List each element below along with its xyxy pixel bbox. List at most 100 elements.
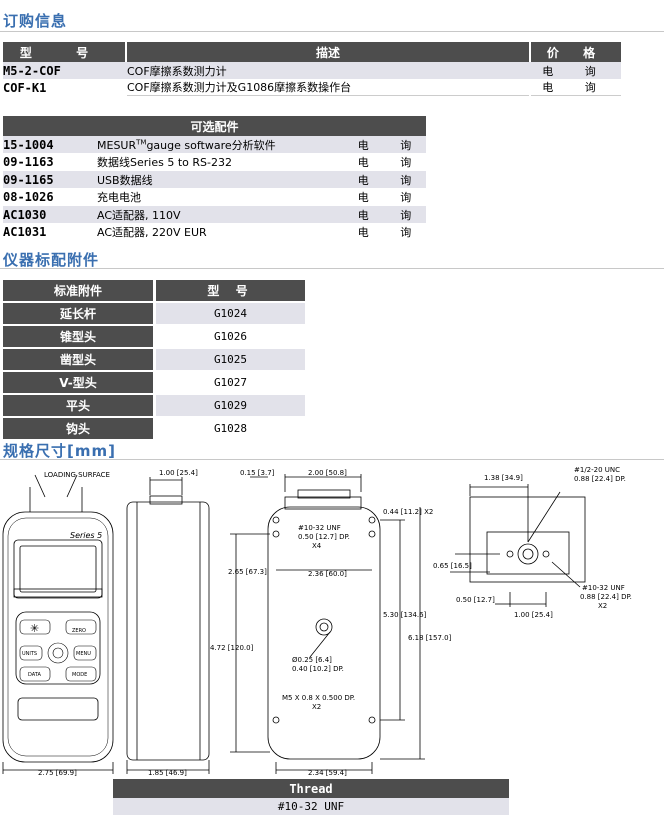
gauge-front-body <box>2 511 114 763</box>
label-unf2: #10-32 UNF <box>582 584 625 592</box>
label-d618: 6.18 [157.0] <box>408 634 452 642</box>
table-row: 08-1026 充电电池 电 询 <box>3 188 426 206</box>
optional-desc: AC适配器, 110V <box>97 206 355 223</box>
optional-code: 08-1026 <box>3 188 95 206</box>
label-unf: #10-32 UNF <box>298 524 341 532</box>
optional-desc: USB数据线 <box>97 171 355 188</box>
series-label: Series 5 <box>70 531 102 540</box>
optional-price: 电 询 <box>357 136 426 153</box>
standard-name: 凿型头 <box>3 349 153 370</box>
gauge-back-body <box>267 506 381 760</box>
order-code: COF-K1 <box>3 79 125 96</box>
key-menu: MENU <box>76 651 91 657</box>
label-d530: 5.30 [134.6] <box>383 611 427 619</box>
optional-desc: MESURTMgauge software分析软件 <box>97 136 355 153</box>
optional-code: 09-1163 <box>3 153 95 171</box>
order-desc: COF摩擦系数测力计 <box>127 62 529 79</box>
optional-price: 电 询 <box>357 188 426 206</box>
label-unf2-dp: 0.88 [22.4] DP. <box>580 593 632 601</box>
optional-table: 可选配件 15-1004 MESURTMgauge software分析软件 电… <box>3 116 426 241</box>
label-d050: 0.50 [12.7] <box>456 596 495 604</box>
table-row: 延长杆 G1024 <box>3 303 305 324</box>
table-row: M5-2-COF COF摩擦系数测力计 电 询 <box>3 62 621 79</box>
order-price: 电 询 <box>531 62 621 79</box>
label-d236: 2.36 [60.0] <box>308 570 347 578</box>
optional-code: 09-1165 <box>3 171 95 188</box>
order-header-model: 型 号 <box>3 42 125 62</box>
table-row: AC1030 AC适配器, 110V 电 询 <box>3 206 426 223</box>
optional-desc: 充电电池 <box>97 188 355 206</box>
label-m5: M5 X 0.8 X 0.500 DP. <box>282 694 355 702</box>
standard-model: G1028 <box>156 418 305 439</box>
order-price: 电 询 <box>531 79 621 96</box>
gauge-display <box>13 539 103 599</box>
label-d234: 2.34 [59.4] <box>308 769 347 777</box>
key-zero: ZERO <box>72 628 86 634</box>
dimension-drawing: ✳ Series 5 ZERO UNITS MENU DATA MODE LOA… <box>2 466 632 777</box>
standard-name: 延长杆 <box>3 303 153 324</box>
standard-name: 钩头 <box>3 418 153 439</box>
order-header-price: 价 格 <box>531 42 621 62</box>
standard-name: 锥型头 <box>3 326 153 347</box>
table-row: AC1031 AC适配器, 220V EUR 电 询 <box>3 223 426 241</box>
label-unf-dp: 0.50 [12.7] DP. <box>298 533 350 541</box>
label-d065: 0.65 [16.5] <box>433 562 472 570</box>
label-d015: 0.15 [3.7] <box>240 469 275 477</box>
label-x2b: X2 <box>598 602 607 610</box>
order-code: M5-2-COF <box>3 62 125 79</box>
key-mode: MODE <box>72 672 87 678</box>
label-d275: 2.75 [69.9] <box>38 769 77 777</box>
order-desc: COF摩擦系数测力计及G1086摩擦系数操作台 <box>127 79 529 96</box>
label-d185: 1.85 [46.9] <box>148 769 187 777</box>
label-d138: 1.38 [34.9] <box>484 474 523 482</box>
label-d200: 2.00 [50.8] <box>308 469 347 477</box>
optional-desc: 数据线Series 5 to RS-232 <box>97 153 355 171</box>
order-title: 订购信息 <box>3 12 68 30</box>
optional-price: 电 询 <box>357 171 426 188</box>
table-row: V-型头 G1027 <box>3 372 305 393</box>
optional-desc: AC适配器, 220V EUR <box>97 223 355 241</box>
power-icon <box>47 642 69 664</box>
optional-price: 电 询 <box>357 153 426 171</box>
key-data: DATA <box>28 672 41 678</box>
standard-model: G1024 <box>156 303 305 324</box>
label-d100b: 1.00 [25.4] <box>514 611 553 619</box>
table-row: COF-K1 COF摩擦系数测力计及G1086摩擦系数操作台 电 询 <box>3 79 621 96</box>
gauge-side-body <box>126 501 210 761</box>
table-row: 09-1165 USB数据线 电 询 <box>3 171 426 188</box>
dims-title: 规格尺寸[mm] <box>3 442 116 460</box>
thread-value: #10-32 UNF <box>113 798 509 815</box>
label-d265: 2.65 [67.3] <box>228 568 267 576</box>
thread-table: Thread #10-32 UNF <box>113 779 509 815</box>
standard-model: G1029 <box>156 395 305 416</box>
standard-header-name: 标准附件 <box>3 280 153 301</box>
label-d044: 0.44 [11.2] X2 <box>383 508 433 516</box>
optional-code: AC1030 <box>3 206 95 223</box>
standard-model: G1025 <box>156 349 305 370</box>
sun-icon: ✳ <box>30 622 39 635</box>
table-row: 凿型头 G1025 <box>3 349 305 370</box>
optional-price: 电 询 <box>357 206 426 223</box>
label-x2: X2 <box>312 703 321 711</box>
label-x4: X4 <box>312 542 322 550</box>
section-rule <box>0 31 664 32</box>
order-table: 型 号 描述 价 格 M5-2-COF COF摩擦系数测力计 电 询 COF-K… <box>3 42 621 96</box>
optional-price: 电 询 <box>357 223 426 241</box>
standard-name: 平头 <box>3 395 153 416</box>
table-row: 钩头 G1028 <box>3 418 305 439</box>
key-units: UNITS <box>22 651 37 657</box>
order-header-desc: 描述 <box>127 42 529 62</box>
label-unc-dp: 0.88 [22.4] DP. <box>574 475 626 483</box>
table-row: 15-1004 MESURTMgauge software分析软件 电 询 <box>3 136 426 153</box>
table-row: 锥型头 G1026 <box>3 326 305 347</box>
standard-name: V-型头 <box>3 372 153 393</box>
optional-code: AC1031 <box>3 223 95 241</box>
thread-header: Thread <box>113 779 509 798</box>
center-hole <box>315 618 333 636</box>
label-d040: 0.40 [10.2] DP. <box>292 665 344 673</box>
label-d472: 4.72 [120.0] <box>210 644 254 652</box>
section-rule <box>0 268 664 269</box>
table-row: 09-1163 数据线Series 5 to RS-232 电 询 <box>3 153 426 171</box>
label-d100: 1.00 [25.4] <box>159 469 198 477</box>
standard-model: G1026 <box>156 326 305 347</box>
